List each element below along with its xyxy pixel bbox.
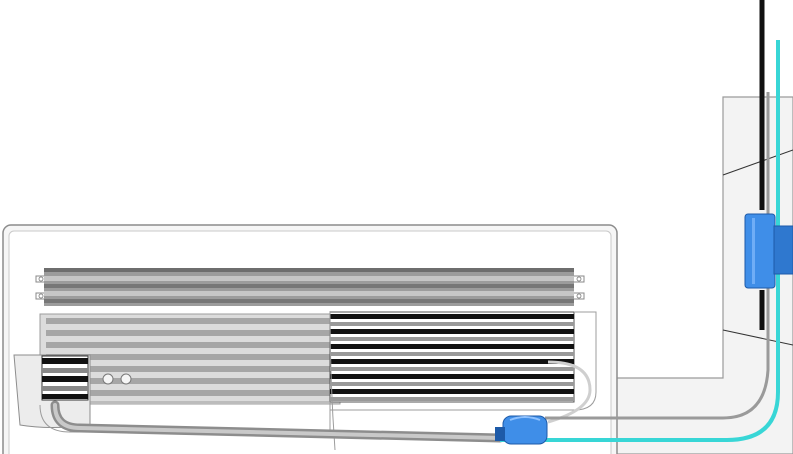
pump-inlet-tube: [547, 360, 592, 424]
coil-lower-right: [329, 311, 575, 403]
drain-pipe: [50, 400, 505, 443]
pump-return-line: [545, 92, 770, 420]
coil-end-cap: [13, 354, 132, 428]
pump-reservoir: [744, 213, 793, 289]
wall-duct: [611, 96, 793, 454]
condensate-drain-line: [500, 40, 780, 442]
condensate-pump: [495, 415, 548, 445]
heat-exchanger-coil: [44, 268, 574, 306]
